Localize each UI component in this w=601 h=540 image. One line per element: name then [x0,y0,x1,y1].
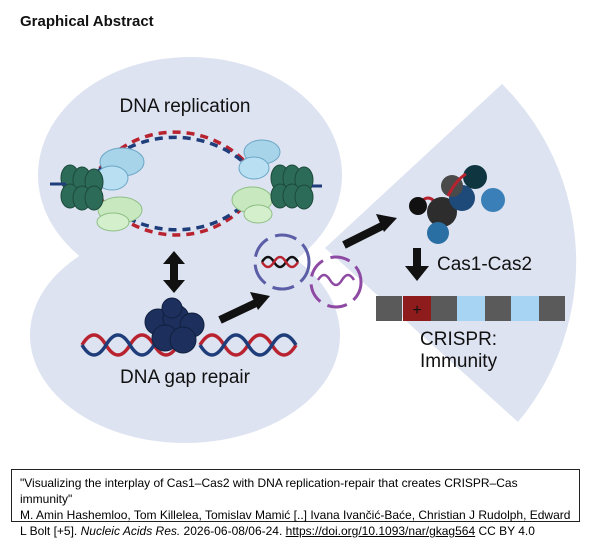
crispr-repeat [539,296,565,321]
left-replisome [50,147,145,232]
right-replisome [231,139,322,224]
gap-repair-dna [80,297,298,357]
background-shapes [30,57,577,443]
fragment-to-cas-arrow [342,214,397,249]
citation-title: "Visualizing the interplay of Cas1–Cas2 … [20,476,518,506]
crispr-wedge [325,84,577,422]
repair-to-fragment-arrow [218,292,270,324]
citation-journal: Nucleic Acids Res. [80,524,181,538]
citation-authors: M. Amin Hashemloo, Tom Killelea, Tomisla… [20,508,571,538]
crispr-label: CRISPR: [420,329,497,350]
crispr-spacer [511,296,539,321]
cas1-cas2-complex [409,165,505,244]
citation-doi-link[interactable]: https://doi.org/10.1093/nar/gkag564 [285,524,476,538]
citation-license: CC BY 4.0 [478,524,535,538]
crispr-repeat [376,296,402,321]
dna-fragment-2 [309,255,363,309]
replication-blob [38,57,342,293]
cas1-cas2-label: Cas1-Cas2 [437,254,532,275]
graphical-abstract-figure: DNA replication DNA gap repair [30,57,577,443]
citation-date: 2026-06-08/06-24. [183,524,283,538]
dna-replication-label: DNA replication [120,96,251,117]
crispr-array: + [376,296,565,321]
crispr-repeat [485,296,511,321]
crispr-repeat [431,296,457,321]
replication-repair-double-arrow [163,251,185,293]
crispr-spacer [457,296,485,321]
spacer-plus-symbol: + [412,302,421,319]
dna-fragment-1 [253,233,311,291]
dna-gap-repair-label: DNA gap repair [120,367,251,388]
immunity-label: Immunity [420,351,498,372]
citation-box: "Visualizing the interplay of Cas1–Cas2 … [11,469,580,538]
crispr-new-spacer [403,296,431,321]
graphical-abstract-heading: Graphical Abstract [20,13,154,30]
cas-to-crispr-arrow [405,248,429,281]
